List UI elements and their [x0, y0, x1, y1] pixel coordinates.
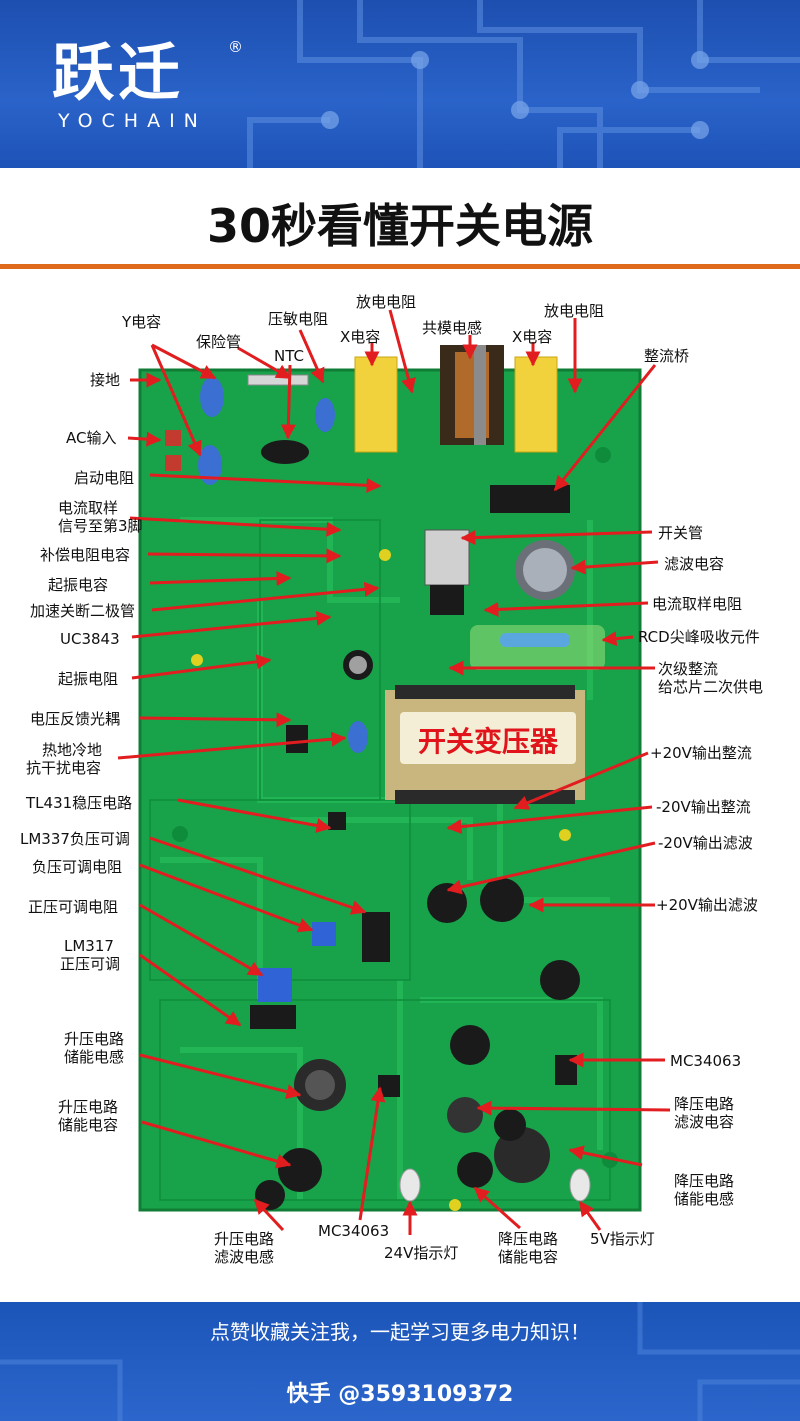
label-cur-sample-res: 电流取样电阻 [652, 595, 743, 613]
label-filter-cap: 滤波电容 [664, 555, 725, 573]
label-buck-filter-1: 降压电路 [674, 1095, 735, 1113]
label-start-res: 启动电阻 [74, 469, 135, 487]
logo-chinese: 跃迁 [52, 36, 185, 109]
label-tl431: TL431稳压电路 [26, 794, 133, 812]
label-boost-filter-2: 滤波电感 [214, 1248, 275, 1266]
label-bridge: 整流桥 [644, 347, 690, 365]
registered-mark: ® [228, 38, 243, 56]
label-buck-filter-2: 滤波电容 [674, 1113, 735, 1131]
switch-transformer-label-box: 开关变压器 [400, 712, 576, 764]
label-fuse: 保险管 [196, 333, 242, 351]
label-ntc: NTC [274, 347, 304, 365]
circuit-pattern [247, 0, 800, 168]
label-hot-cold-1: 热地冷地 [42, 741, 103, 759]
label-p20-filter: +20V输出滤波 [656, 896, 758, 914]
label-p20-rect: +20V输出整流 [650, 744, 752, 762]
label-secondary-2: 给芯片二次供电 [658, 678, 764, 696]
label-buck-ind-1: 降压电路 [674, 1172, 735, 1190]
label-varistor: 压敏电阻 [268, 310, 329, 328]
label-boost-ind-2: 储能电感 [64, 1048, 125, 1066]
label-osc-cap: 起振电容 [48, 576, 109, 594]
label-y-cap: Y电容 [122, 313, 162, 331]
label-cur-sample-2: 信号至第3脚 [58, 517, 143, 535]
label-rcd: RCD尖峰吸收元件 [638, 628, 760, 646]
label-boost-cap-2: 储能电容 [58, 1116, 119, 1134]
footer-account: 快手 @3593109372 [286, 1382, 514, 1407]
label-uc3843: UC3843 [60, 630, 120, 648]
label-hot-cold-2: 抗干扰电容 [26, 759, 102, 777]
label-cur-sample-1: 电流取样 [58, 499, 119, 517]
label-buck-cap-2: 储能电容 [498, 1248, 559, 1266]
footer-banner [0, 1302, 800, 1421]
label-osc-res: 起振电阻 [58, 670, 119, 688]
label-discharge-res-1: 放电电阻 [356, 293, 417, 311]
label-ground: 接地 [90, 371, 121, 389]
label-boost-cap-1: 升压电路 [58, 1098, 119, 1116]
label-led-24v: 24V指示灯 [384, 1244, 459, 1262]
label-buck-cap-1: 降压电路 [498, 1230, 559, 1248]
label-x-cap-1: X电容 [340, 328, 381, 346]
label-n20-rect: -20V输出整流 [656, 798, 751, 816]
label-fb-opto: 电压反馈光耦 [30, 710, 121, 728]
label-mc34063-left: MC34063 [318, 1222, 390, 1240]
label-pos-adj-res: 正压可调电阻 [28, 898, 119, 916]
title-band [0, 168, 800, 266]
label-buck-ind-2: 储能电感 [674, 1190, 735, 1208]
label-speedup-diode: 加速关断二极管 [30, 602, 136, 620]
label-secondary-1: 次级整流 [658, 660, 719, 678]
label-ac-in: AC输入 [66, 429, 117, 447]
label-switch-tube: 开关管 [658, 524, 704, 542]
logo-english: YOCHAIN [58, 110, 207, 132]
label-mc34063-right: MC34063 [670, 1052, 742, 1070]
label-n20-filter: -20V输出滤波 [658, 834, 753, 852]
label-boost-filter-1: 升压电路 [214, 1230, 275, 1248]
label-led-5v: 5V指示灯 [590, 1230, 655, 1248]
brand-header: 跃迁 ® YOCHAIN [0, 0, 800, 168]
label-discharge-res-2: 放电电阻 [544, 302, 605, 320]
footer-circuit-pattern [0, 1302, 800, 1421]
label-lm317-1: LM317 [64, 937, 114, 955]
label-x-cap-2: X电容 [512, 328, 553, 346]
page-title: 30秒看懂开关电源 [206, 199, 593, 253]
switch-transformer-label: 开关变压器 [417, 725, 558, 758]
footer-slogan: 点赞收藏关注我，一起学习更多电力知识！ [210, 1320, 590, 1344]
annotation-arrows [117, 309, 671, 1235]
label-comp-rc: 补偿电阻电容 [40, 546, 131, 564]
components [165, 345, 618, 1211]
label-neg-adj-res: 负压可调电阻 [32, 858, 123, 876]
label-common-mode: 共模电感 [422, 319, 483, 337]
label-lm317-2: 正压可调 [60, 955, 121, 973]
divider-line [0, 264, 800, 269]
label-lm337: LM337负压可调 [20, 830, 130, 848]
label-boost-ind-1: 升压电路 [64, 1030, 125, 1048]
